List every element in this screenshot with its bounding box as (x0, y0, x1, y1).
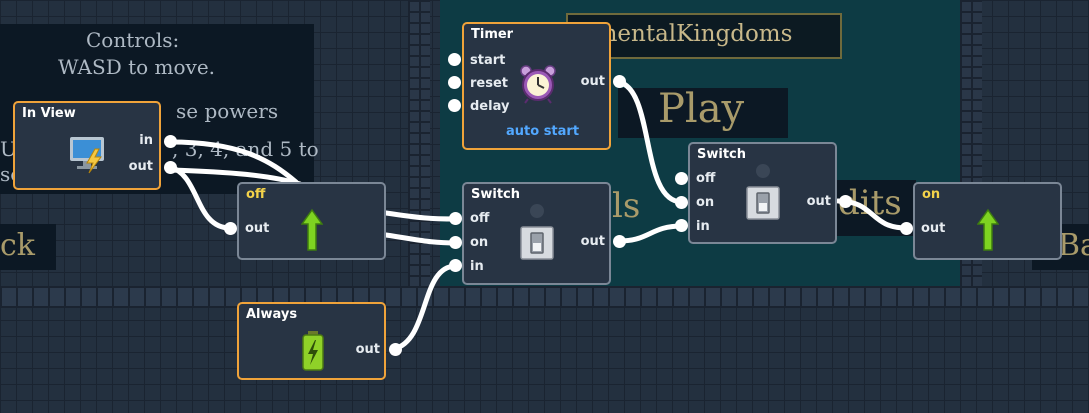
wire-inview-out-to-switch[interactable] (167, 167, 303, 187)
timer-auto-start-option[interactable]: auto start (506, 124, 580, 139)
timer-port-start: start (470, 53, 506, 68)
switch-2-off-socket[interactable] (675, 172, 688, 185)
timer-title: Timer (471, 27, 514, 42)
off-relay-node[interactable]: off out (237, 182, 386, 260)
green-arrow-up-icon (977, 208, 999, 251)
switch-1-port-out: out (580, 234, 605, 249)
alarm-clock-icon (520, 65, 556, 104)
timer-port-out: out (580, 74, 605, 89)
monitor-icon (70, 137, 104, 174)
switch-2-port-on: on (696, 195, 715, 210)
wire-inview-in-to-off[interactable] (167, 139, 299, 185)
play-sign-text: Play (658, 86, 745, 132)
on-relay-out-socket[interactable] (900, 222, 913, 235)
toggle-switch-icon (746, 186, 780, 220)
switch-2-port-off: off (696, 171, 716, 186)
wire-always-to-switch1-in[interactable] (391, 263, 459, 352)
switch-2-node[interactable]: Switch off on in out (688, 142, 837, 244)
game-title-text: ementalKingdoms (582, 21, 793, 47)
controls-powers-text: se powers (176, 99, 279, 123)
off-relay-title: off (246, 187, 266, 202)
switch-1-off-socket[interactable] (449, 212, 462, 225)
in-view-in-socket[interactable] (164, 135, 177, 148)
game-title-sign: ementalKingdoms (566, 13, 842, 59)
wire-inview-out-to-off-in[interactable] (167, 164, 233, 231)
switch-1-title: Switch (471, 187, 521, 202)
green-arrow-up-icon (301, 208, 323, 251)
always-out-socket[interactable] (389, 343, 402, 356)
switch-1-node[interactable]: Switch off on in out (462, 182, 611, 285)
timer-delay-socket[interactable] (448, 99, 461, 112)
battery-icon (302, 331, 324, 371)
in-view-port-in: in (139, 133, 153, 148)
back-sign-fragment-right: Ba (1058, 228, 1089, 263)
wire-off-to-switch1-on[interactable] (383, 232, 459, 246)
switch-1-port-off: off (470, 211, 490, 226)
timer-out-socket[interactable] (613, 75, 626, 88)
in-view-out-socket[interactable] (164, 161, 177, 174)
switch-2-title: Switch (697, 147, 747, 162)
on-relay-node[interactable]: on out (913, 182, 1062, 260)
switch-2-port-in: in (696, 219, 710, 234)
controls-line: WASD to move. (58, 55, 216, 79)
off-relay-port-out: out (245, 221, 270, 236)
switch-2-out-socket[interactable] (839, 195, 852, 208)
timer-port-reset: reset (470, 76, 508, 91)
switch-1-indicator (530, 204, 544, 218)
off-relay-out-socket[interactable] (224, 222, 237, 235)
on-relay-title: on (922, 187, 941, 202)
switch-2-indicator (756, 164, 770, 178)
switch-2-on-socket[interactable] (675, 196, 688, 209)
timer-start-socket[interactable] (448, 53, 461, 66)
always-title: Always (246, 307, 298, 322)
switch-1-port-in: in (470, 259, 484, 274)
switch-2-port-out: out (806, 194, 831, 209)
switch-1-in-socket[interactable] (449, 259, 462, 272)
in-view-port-out: out (128, 159, 153, 174)
switch-1-on-socket[interactable] (449, 236, 462, 249)
timer-reset-socket[interactable] (448, 76, 461, 89)
in-view-title: In View (22, 106, 76, 121)
timer-port-delay: delay (470, 99, 510, 114)
switch-1-out-socket[interactable] (613, 235, 626, 248)
always-node[interactable]: Always out (237, 302, 386, 380)
controls-sign-fragment: ls (612, 186, 641, 226)
switch-2-in-socket[interactable] (675, 219, 688, 232)
timer-node[interactable]: Timer start reset delay out auto start (462, 22, 611, 150)
in-view-node[interactable]: In View in out (13, 101, 161, 190)
wire-off-to-switch1-off[interactable] (383, 210, 459, 222)
controls-heading: Controls: (86, 28, 180, 52)
on-relay-port-out: out (921, 221, 946, 236)
wire-switch1-to-switch2-in[interactable] (616, 223, 685, 244)
always-port-out: out (355, 342, 380, 357)
wire-timer-to-switch2-on[interactable] (616, 79, 685, 205)
toggle-switch-icon (520, 226, 554, 260)
back-sign-panel (0, 224, 56, 270)
switch-1-port-on: on (470, 235, 489, 250)
back-sign-text: ck (0, 228, 35, 263)
controls-fragment-u: U (0, 137, 17, 161)
